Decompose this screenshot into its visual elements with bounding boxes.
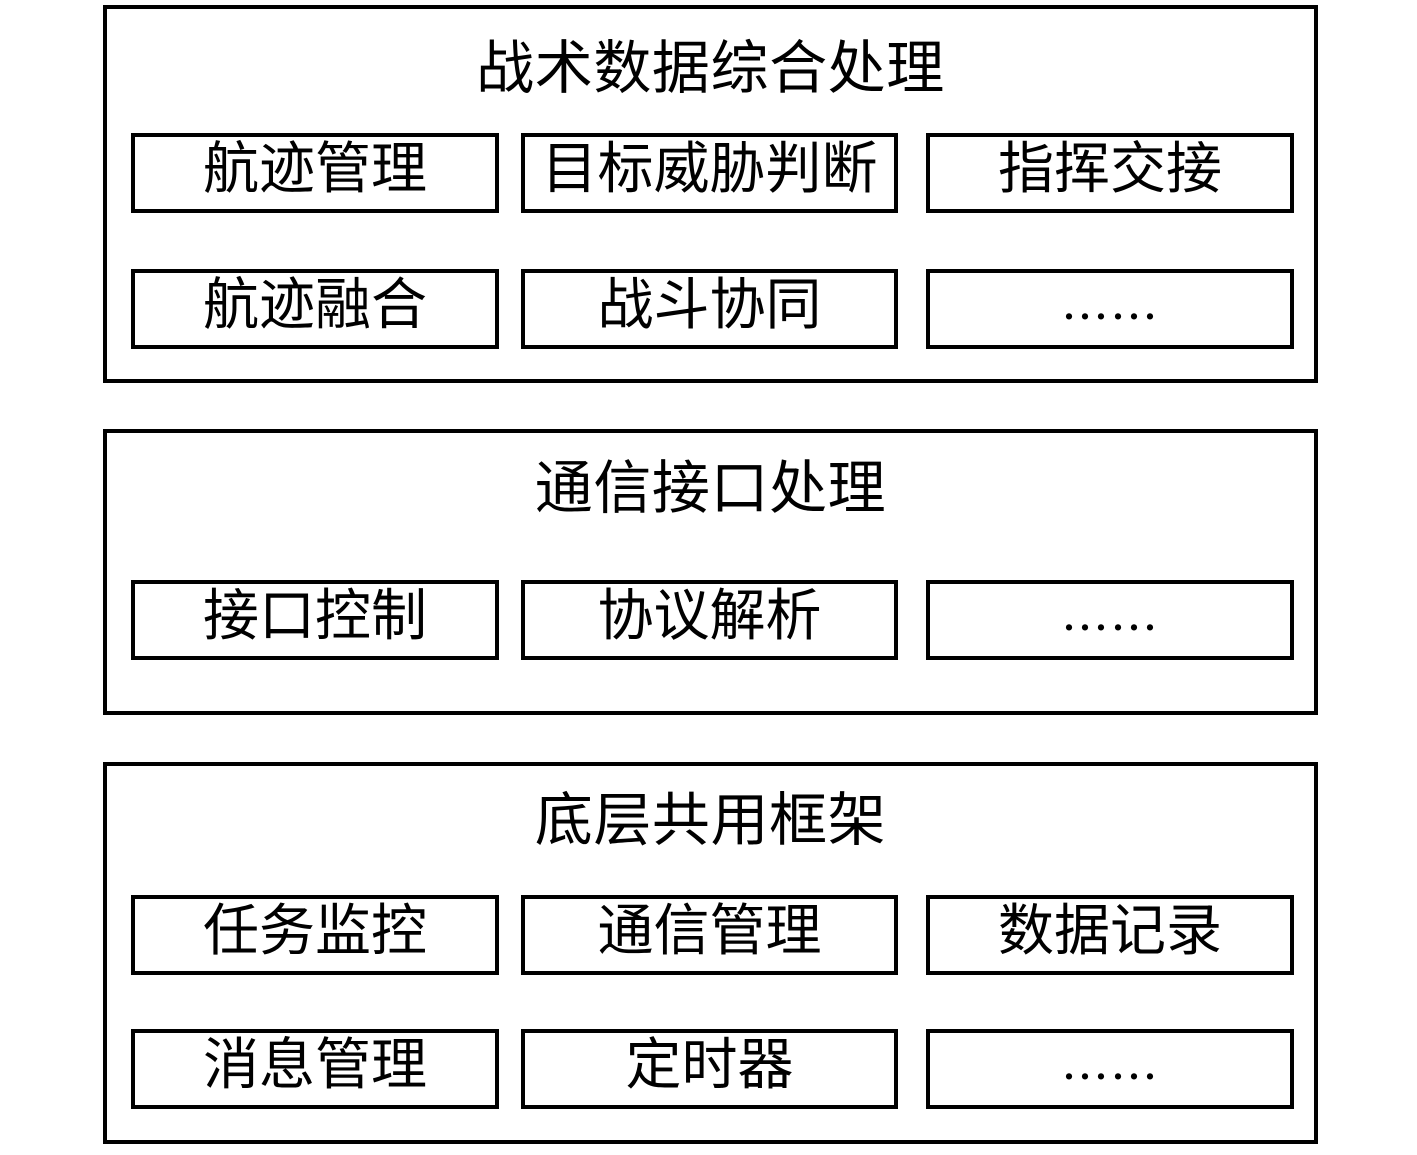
layer-title: 底层共用框架 bbox=[534, 786, 887, 854]
layer-title: 战术数据综合处理 bbox=[476, 34, 945, 102]
module-box-ellipsis[interactable]: …… bbox=[926, 269, 1294, 349]
layer-common-base-framework: 底层共用框架 任务监控 通信管理 数据记录 消息管理 定时器 …… bbox=[103, 762, 1318, 1144]
layer-title: 通信接口处理 bbox=[534, 454, 887, 522]
module-label: 接口控制 bbox=[203, 584, 427, 649]
layer-tactical-data-processing: 战术数据综合处理 航迹管理 目标威胁判断 指挥交接 航迹融合 战斗协同 …… bbox=[103, 5, 1318, 383]
module-box[interactable]: 任务监控 bbox=[131, 895, 499, 975]
module-box[interactable]: 消息管理 bbox=[131, 1029, 499, 1109]
module-box[interactable]: 通信管理 bbox=[521, 895, 898, 975]
module-label: 航迹管理 bbox=[203, 137, 427, 202]
module-row: 航迹融合 战斗协同 …… bbox=[107, 269, 1314, 349]
module-row: 航迹管理 目标威胁判断 指挥交接 bbox=[107, 133, 1314, 213]
module-row: 消息管理 定时器 …… bbox=[107, 1029, 1314, 1109]
module-label: 通信管理 bbox=[597, 899, 822, 964]
module-label: 战斗协同 bbox=[597, 273, 822, 338]
module-box-ellipsis[interactable]: …… bbox=[926, 580, 1294, 660]
module-box[interactable]: 目标威胁判断 bbox=[521, 133, 898, 213]
layer-communication-interface-processing: 通信接口处理 接口控制 协议解析 …… bbox=[103, 429, 1318, 715]
module-label: 任务监控 bbox=[203, 899, 427, 964]
module-label: 航迹融合 bbox=[203, 273, 427, 338]
module-box[interactable]: 协议解析 bbox=[521, 580, 898, 660]
module-box[interactable]: 战斗协同 bbox=[521, 269, 898, 349]
module-row: 接口控制 协议解析 …… bbox=[107, 580, 1314, 660]
module-label: 指挥交接 bbox=[998, 137, 1222, 202]
module-box-ellipsis[interactable]: …… bbox=[926, 1029, 1294, 1109]
module-box[interactable]: 数据记录 bbox=[926, 895, 1294, 975]
ellipsis-label: …… bbox=[1061, 275, 1159, 331]
module-box[interactable]: 航迹管理 bbox=[131, 133, 499, 213]
module-box[interactable]: 航迹融合 bbox=[131, 269, 499, 349]
module-box[interactable]: 指挥交接 bbox=[926, 133, 1294, 213]
module-row: 任务监控 通信管理 数据记录 bbox=[107, 895, 1314, 975]
module-label: 数据记录 bbox=[998, 899, 1222, 964]
module-box[interactable]: 定时器 bbox=[521, 1029, 898, 1109]
module-label: 定时器 bbox=[625, 1033, 794, 1098]
ellipsis-label: …… bbox=[1061, 586, 1159, 642]
module-label: 目标威胁判断 bbox=[541, 137, 878, 202]
module-box[interactable]: 接口控制 bbox=[131, 580, 499, 660]
module-label: 协议解析 bbox=[597, 584, 822, 649]
module-label: 消息管理 bbox=[203, 1033, 427, 1098]
ellipsis-label: …… bbox=[1061, 1035, 1159, 1091]
